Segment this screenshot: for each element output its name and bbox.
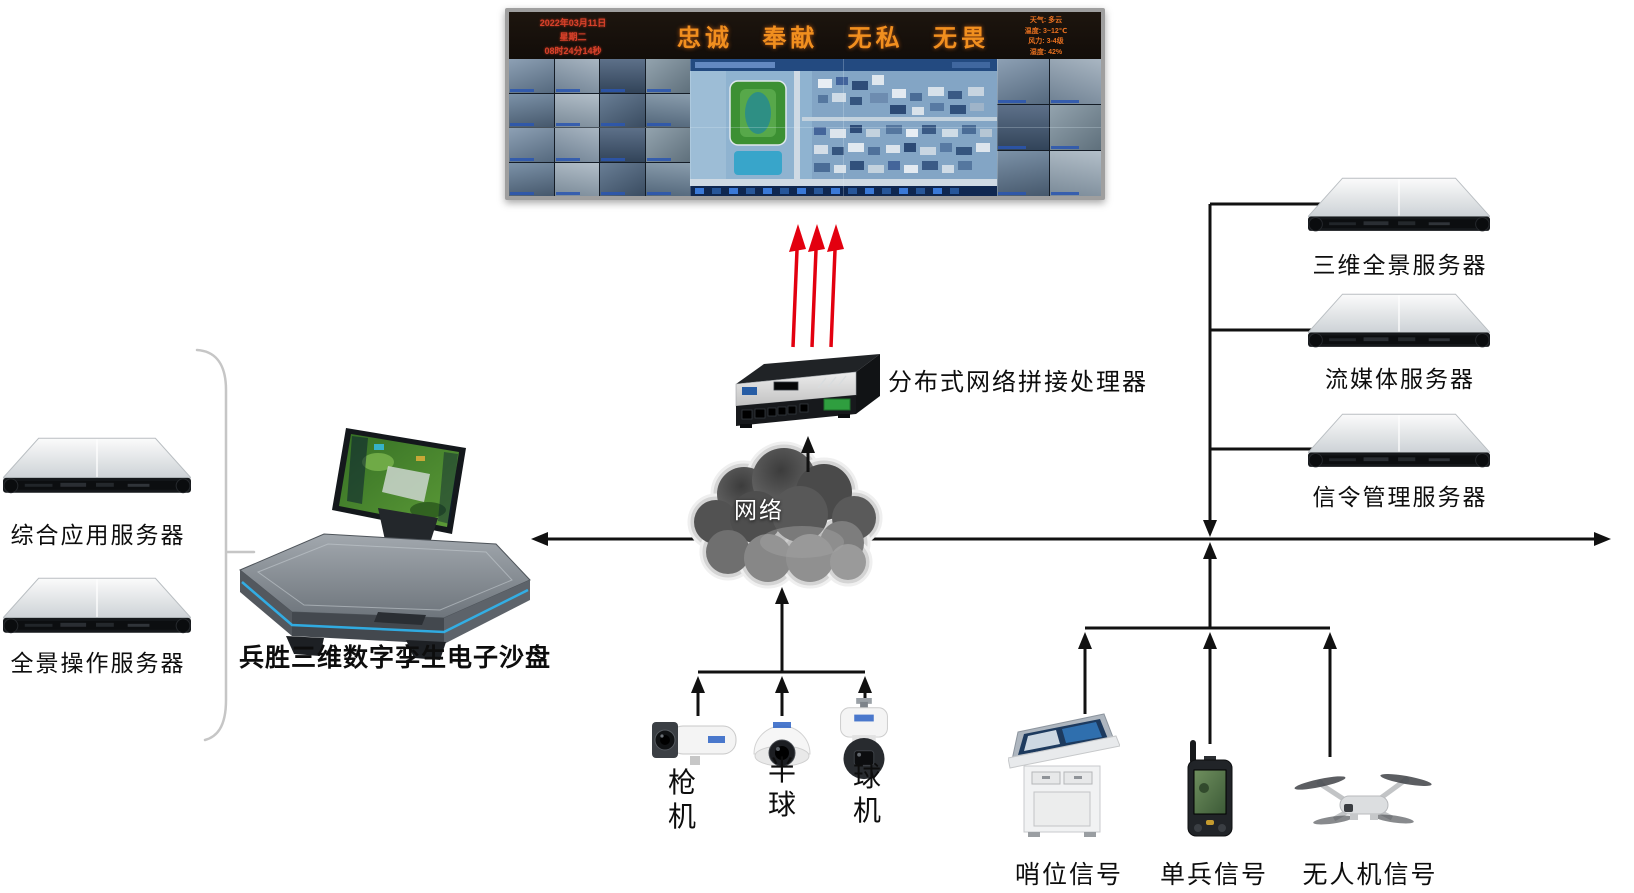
server-panoramic-operation: [3, 566, 191, 648]
video-thumbnail: [645, 162, 690, 196]
slogan-word: 无私: [847, 25, 904, 52]
ptz-camera: [832, 698, 896, 782]
weather-line: 湿度: 42%: [1029, 48, 1063, 56]
video-thumbnail: [509, 162, 554, 196]
arrow-cameras-to-cloud: [775, 587, 789, 604]
video-thumbnail: [509, 128, 554, 162]
video-thumbnail: [600, 128, 645, 162]
arrow-drone-up: [1323, 632, 1337, 649]
arrow-dome-up: [775, 676, 789, 693]
bullet-camera: [648, 714, 744, 770]
server-3d-panorama: [1308, 170, 1490, 242]
banner-slogan: 忠诚 奉献 无私 无畏: [677, 12, 989, 59]
label-panoramic-operation-server: 全景操作服务器: [10, 650, 186, 676]
video-thumbnail: [509, 59, 554, 93]
video-thumbnail: [645, 128, 690, 162]
banner-time: 08时24分14秒: [544, 45, 602, 56]
label-network-cloud: 网络: [734, 497, 784, 523]
gis-map-graphic: [690, 59, 997, 196]
video-thumbnail: [600, 93, 645, 127]
label-splicing-processor: 分布式网络拼接处理器: [888, 369, 1148, 396]
video-thumbnail: [997, 105, 1049, 150]
video-thumbnail: [554, 59, 599, 93]
arrow-riser-up: [1203, 542, 1217, 559]
video-thumbnail: [645, 93, 690, 127]
video-thumbnail: [1049, 105, 1101, 150]
slogan-word: 忠诚: [677, 25, 733, 52]
video-thumbnail: [554, 93, 599, 127]
sentry-console-device: [1008, 710, 1120, 838]
arrow-serverbus-down: [1203, 520, 1217, 537]
soldier-handheld-device: [1184, 740, 1236, 840]
server-comprehensive-app: [3, 426, 191, 508]
arrow-bullet-up: [691, 676, 705, 693]
slogan-word: 奉献: [762, 25, 819, 52]
video-wall: 2022年03月11日 星期二 08时24分14秒 忠诚 奉献 无私 无畏 天气…: [505, 8, 1105, 200]
arrow-sentry-up: [1078, 632, 1092, 649]
splicing-processor-device: [730, 344, 880, 434]
connector-lines: [548, 202, 1595, 757]
label-soldier-signal: 单兵信号: [1159, 861, 1268, 889]
arrow-bus-right-end: [1594, 532, 1611, 546]
banner-weather-info: 天气: 多云 温度: 3~12℃ 风力: 3-4级 湿度: 42%: [996, 16, 1096, 58]
video-thumbnail: [600, 59, 645, 93]
video-thumbnail: [997, 59, 1049, 104]
arrow-to-processor: [801, 436, 815, 453]
server-signaling-management: [1308, 406, 1490, 478]
label-ptz-camera: 球机: [852, 761, 881, 826]
camera-thumbnails-left: [509, 59, 690, 196]
weather-line: 温度: 3~12℃: [1024, 27, 1068, 35]
gis-map-panel: [690, 59, 997, 196]
label-comprehensive-app-server: 综合应用服务器: [10, 522, 186, 548]
connector-arrowheads: [531, 520, 1611, 693]
cloud-adjacent-arrows: [775, 436, 815, 672]
map-toolbar-buttons: [695, 188, 959, 194]
server-group-bracket: [195, 348, 256, 742]
arrow-to-sandtable: [531, 532, 548, 546]
slogan-word: 无畏: [932, 25, 989, 52]
weather-line: 天气: 多云: [1029, 17, 1063, 24]
label-bullet-camera: 枪机: [667, 767, 696, 832]
video-thumbnail: [997, 151, 1049, 196]
sand-table-device: [228, 422, 538, 662]
video-thumbnail: [554, 162, 599, 196]
banner-datetime: 2022年03月11日 星期二 08时24分14秒: [517, 17, 629, 59]
video-thumbnail: [554, 128, 599, 162]
label-3d-panorama-server: 三维全景服务器: [1312, 252, 1488, 278]
arrow-ptz-up: [858, 676, 872, 693]
video-thumbnail: [600, 162, 645, 196]
video-wall-screen: [509, 59, 1101, 196]
map-buildings: [814, 75, 992, 173]
dome-camera: [746, 708, 818, 774]
video-thumbnail: [509, 93, 554, 127]
label-signaling-management-server: 信令管理服务器: [1312, 484, 1488, 510]
red-video-arrowheads: [789, 224, 844, 252]
camera-thumbnails-right: [997, 59, 1101, 196]
server-streaming-media: [1308, 286, 1490, 358]
arrow-soldier-up: [1203, 632, 1217, 649]
drone-device: [1288, 760, 1438, 848]
video-thumbnail: [645, 59, 690, 93]
label-dome-camera: 半球: [767, 755, 796, 820]
red-video-arrows: [791, 249, 837, 348]
label-sentry-signal: 哨位信号: [1014, 861, 1123, 889]
video-thumbnail: [1049, 151, 1101, 196]
video-wall-led-banner: 2022年03月11日 星期二 08时24分14秒 忠诚 奉献 无私 无畏 天气…: [509, 12, 1101, 60]
network-cloud-shape: [687, 441, 883, 589]
weather-line: 风力: 3-4级: [1028, 38, 1064, 45]
label-drone-signal: 无人机信号: [1302, 861, 1438, 889]
label-sand-table: 兵胜三维数字孪生电子沙盘: [238, 644, 551, 672]
video-thumbnail: [1049, 59, 1101, 104]
label-streaming-media-server: 流媒体服务器: [1325, 366, 1475, 392]
banner-weekday: 星期二: [559, 31, 587, 42]
banner-date: 2022年03月11日: [539, 18, 607, 28]
